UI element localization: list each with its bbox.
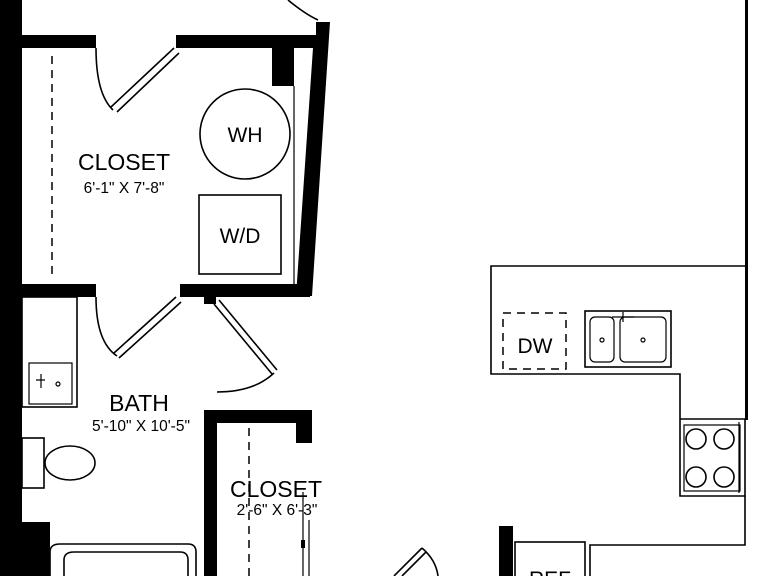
closet-door — [95, 47, 180, 113]
closet-top-wall-right — [176, 35, 328, 48]
closet-bath-wall-left — [22, 284, 96, 297]
range-cooktop — [683, 424, 741, 492]
water-heater-circle — [199, 88, 291, 180]
sliding-door-handle — [301, 540, 305, 548]
bathtub-inner — [63, 551, 189, 576]
left-outer-wall — [0, 0, 22, 576]
kitchen-pier — [499, 526, 513, 576]
dishwasher-outline — [502, 312, 567, 370]
kitchen-sink-outline — [584, 310, 672, 368]
door-jamb — [204, 297, 216, 304]
sink-faucet — [36, 374, 45, 388]
bath-entry-door — [213, 299, 278, 393]
refrigerator-label: REF — [529, 568, 571, 576]
closet-room-name: CLOSET — [78, 149, 170, 175]
bathtub-edge — [49, 543, 197, 576]
washer-dryer-label: W/D — [220, 225, 261, 248]
small-closet-room-dimensions: 2'-6" X 6'-3" — [237, 502, 318, 519]
kitchen-faucet — [612, 312, 634, 322]
closet-bath-wall-right — [180, 284, 310, 297]
bath-door — [95, 296, 182, 359]
wall-pier — [272, 48, 294, 86]
kitchen-sink-basin-right — [619, 316, 667, 363]
lower-counter-outline — [589, 496, 746, 576]
walls — [0, 0, 748, 576]
toilet-tank — [21, 437, 45, 489]
water-heater-label: WH — [228, 124, 263, 147]
burner-3 — [685, 466, 707, 488]
burner-2 — [713, 428, 735, 450]
washer-dryer-box — [198, 194, 282, 275]
angled-right-wall — [296, 22, 330, 296]
entry-door — [393, 547, 439, 576]
burner-4 — [713, 466, 735, 488]
small-closet-top-wall — [217, 410, 312, 423]
refrigerator-box — [514, 541, 586, 576]
sink-drain-right — [640, 337, 646, 343]
closet-top-wall-left — [22, 35, 96, 48]
bath-lower-left-wall — [22, 522, 50, 576]
right-outer-wall — [745, 0, 748, 420]
closet-room-dimensions: 6'-1" X 7'-8" — [84, 180, 165, 197]
sink-drain-left — [599, 337, 605, 343]
vanity-sink — [28, 362, 73, 405]
kitchen-sink-basin-left — [589, 316, 615, 363]
burner-1 — [685, 428, 707, 450]
toilet-bowl — [44, 445, 96, 481]
small-closet-room-name: CLOSET — [230, 476, 322, 502]
bath-room-name: BATH — [109, 390, 169, 416]
vanity-counter — [21, 296, 78, 408]
bath-room-dimensions: 5'-10" X 10'-5" — [92, 418, 190, 435]
small-closet-top-stub — [296, 423, 312, 443]
dishwasher-label: DW — [518, 335, 553, 358]
top-door-swing — [287, 0, 319, 21]
bath-right-wall — [204, 410, 217, 576]
kitchen-counter-outline — [490, 265, 745, 419]
sink-drain — [55, 381, 61, 387]
